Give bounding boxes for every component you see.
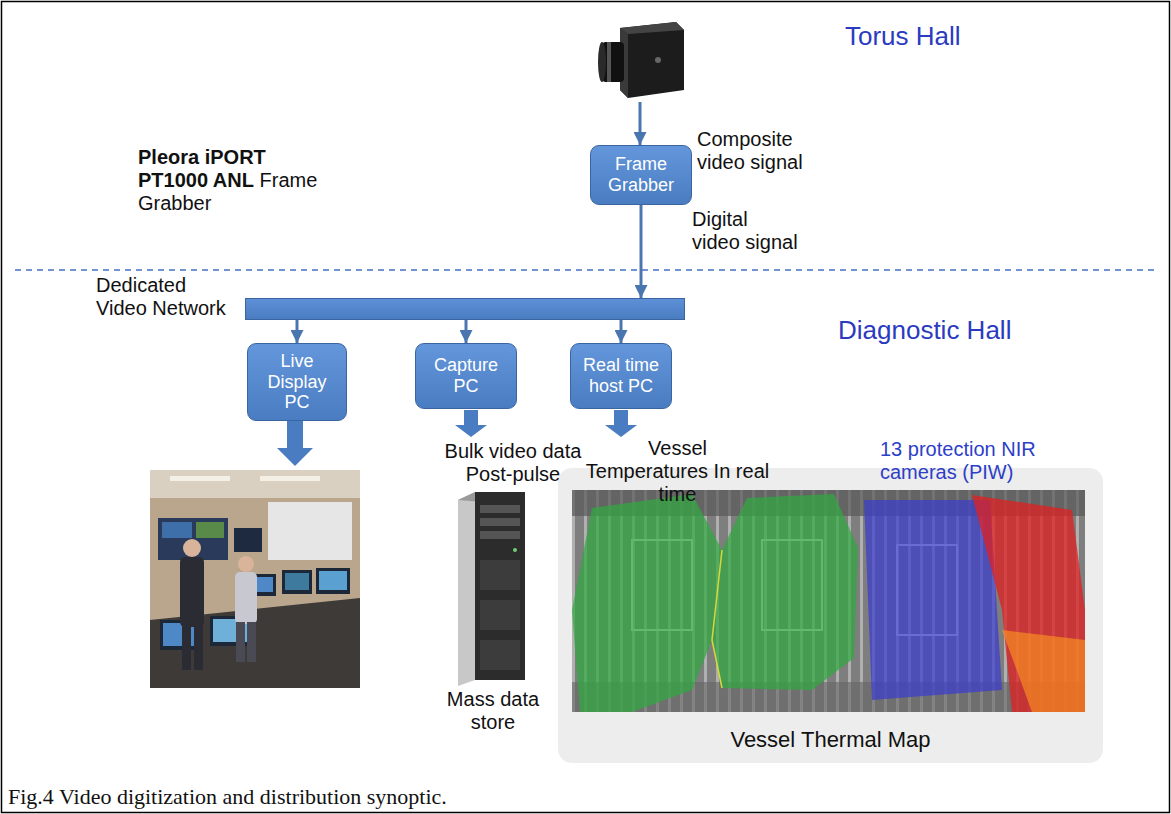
vessel-thermal-map: [1002, 630, 1085, 712]
server-icon: [458, 492, 525, 686]
panel-title: Vessel Thermal Map: [730, 727, 930, 753]
model-label: Pleora iPORT PT1000 ANL: [138, 146, 266, 191]
frame-grabber-box: Frame Grabber: [590, 145, 692, 205]
server-icon: [458, 492, 475, 686]
label-holder: Digital video signal: [692, 208, 800, 254]
box-label: Live Display PC: [254, 351, 340, 413]
control-room-photo: [183, 539, 201, 557]
output-label: Vessel Temperatures In real time: [585, 437, 770, 506]
camera-icon: [620, 22, 684, 34]
thermal-image: [558, 468, 1103, 763]
control-room-photo: [170, 476, 230, 481]
label-holder: Bulk video data Post-pulse: [440, 440, 586, 486]
server-icon: [480, 600, 520, 630]
control-room-photo: [238, 556, 254, 572]
camera-icon: [598, 42, 606, 82]
label-holder: Composite video signal: [697, 128, 805, 174]
control-room-photo: [162, 522, 192, 538]
network-label: Dedicated Video Network: [96, 274, 236, 320]
vessel-thermal-map: [572, 490, 1085, 712]
output-arrow: [605, 410, 637, 437]
control-room-photo: [247, 622, 256, 662]
control-room-photo: [236, 622, 245, 662]
label-holder: Vessel Temperatures In real time: [585, 437, 770, 506]
control-room-photo: [260, 476, 320, 481]
hall-boundary: [15, 269, 1155, 271]
control-room-photo: [150, 470, 360, 498]
vessel-thermal-map: [972, 495, 1085, 712]
connector-arrow: [296, 320, 299, 343]
label-holder: Mass data store: [443, 688, 543, 734]
network-bus: Dedicated Video Network: [245, 298, 685, 320]
box-label: Real time host PC: [577, 355, 665, 396]
control-room-photo: [158, 518, 228, 560]
vessel-thermal-map: [572, 490, 1085, 712]
connector-arrow: [640, 205, 643, 298]
box-label: Capture PC: [422, 355, 510, 396]
control-room-photo: [316, 568, 350, 594]
server-icon: [480, 531, 520, 539]
box-label: Frame Grabber: [597, 154, 685, 195]
pc-box: Real time host PC: [570, 343, 672, 409]
server-icon: [480, 560, 520, 590]
control-room-photo: [150, 470, 360, 688]
camera-count-label: 13 protection NIR cameras (PIW): [880, 438, 1048, 484]
control-room-photo: [150, 470, 360, 688]
connector-arrow: [620, 320, 623, 343]
vessel-thermal-map: [572, 494, 722, 712]
connector-arrow: [465, 320, 468, 343]
signal-label: Composite video signal: [697, 128, 805, 174]
output-arrow: [277, 421, 313, 466]
control-room-photo: [319, 571, 347, 590]
server-icon: [475, 492, 525, 680]
figure-caption: Fig.4 Video digitization and distributio…: [8, 784, 447, 810]
control-room-photo: [234, 528, 262, 552]
control-room-photo: [235, 572, 257, 624]
control-room-photo: [180, 557, 204, 627]
control-room-photo: [282, 570, 312, 594]
camera-icon: [598, 22, 684, 98]
output-label: Bulk video data Post-pulse: [440, 440, 586, 486]
pc-box: Capture PC: [415, 343, 517, 409]
vessel-thermal-map: [712, 494, 858, 690]
signal-label: Digital video signal: [692, 208, 800, 254]
control-room-photo: [268, 502, 352, 560]
hall-label: Diagnostic Hall: [838, 316, 1011, 346]
server-icon: [480, 505, 520, 513]
device-label-group: Pleora iPORT PT1000 ANLFrame Grabber: [138, 146, 323, 215]
storage-label: Mass data store: [443, 688, 543, 734]
video-cable-arrow: [639, 102, 642, 145]
output-arrow: [455, 410, 487, 437]
vessel-thermal-map: [712, 550, 722, 688]
label-holder: Diagnostic Hall: [838, 316, 1011, 346]
thermal-map-panel: 13 protection NIR cameras (PIW)Vessel Th…: [558, 468, 1103, 763]
control-room-photo: [285, 573, 309, 590]
pc-box: Live Display PC: [247, 343, 347, 421]
camera-icon: [655, 57, 661, 63]
server-icon: [480, 518, 520, 526]
control-room-photo: [196, 522, 224, 538]
server-icon: [513, 548, 517, 552]
hall-label: Torus Hall: [845, 22, 961, 52]
server-icon: [480, 640, 520, 670]
label-holder: Torus Hall: [845, 22, 961, 52]
camera-icon: [620, 22, 684, 98]
control-room-photo: [194, 625, 203, 670]
control-room-photo: [182, 625, 191, 670]
caption-holder: Fig.4 Video digitization and distributio…: [8, 784, 447, 810]
camera-icon: [607, 42, 611, 82]
